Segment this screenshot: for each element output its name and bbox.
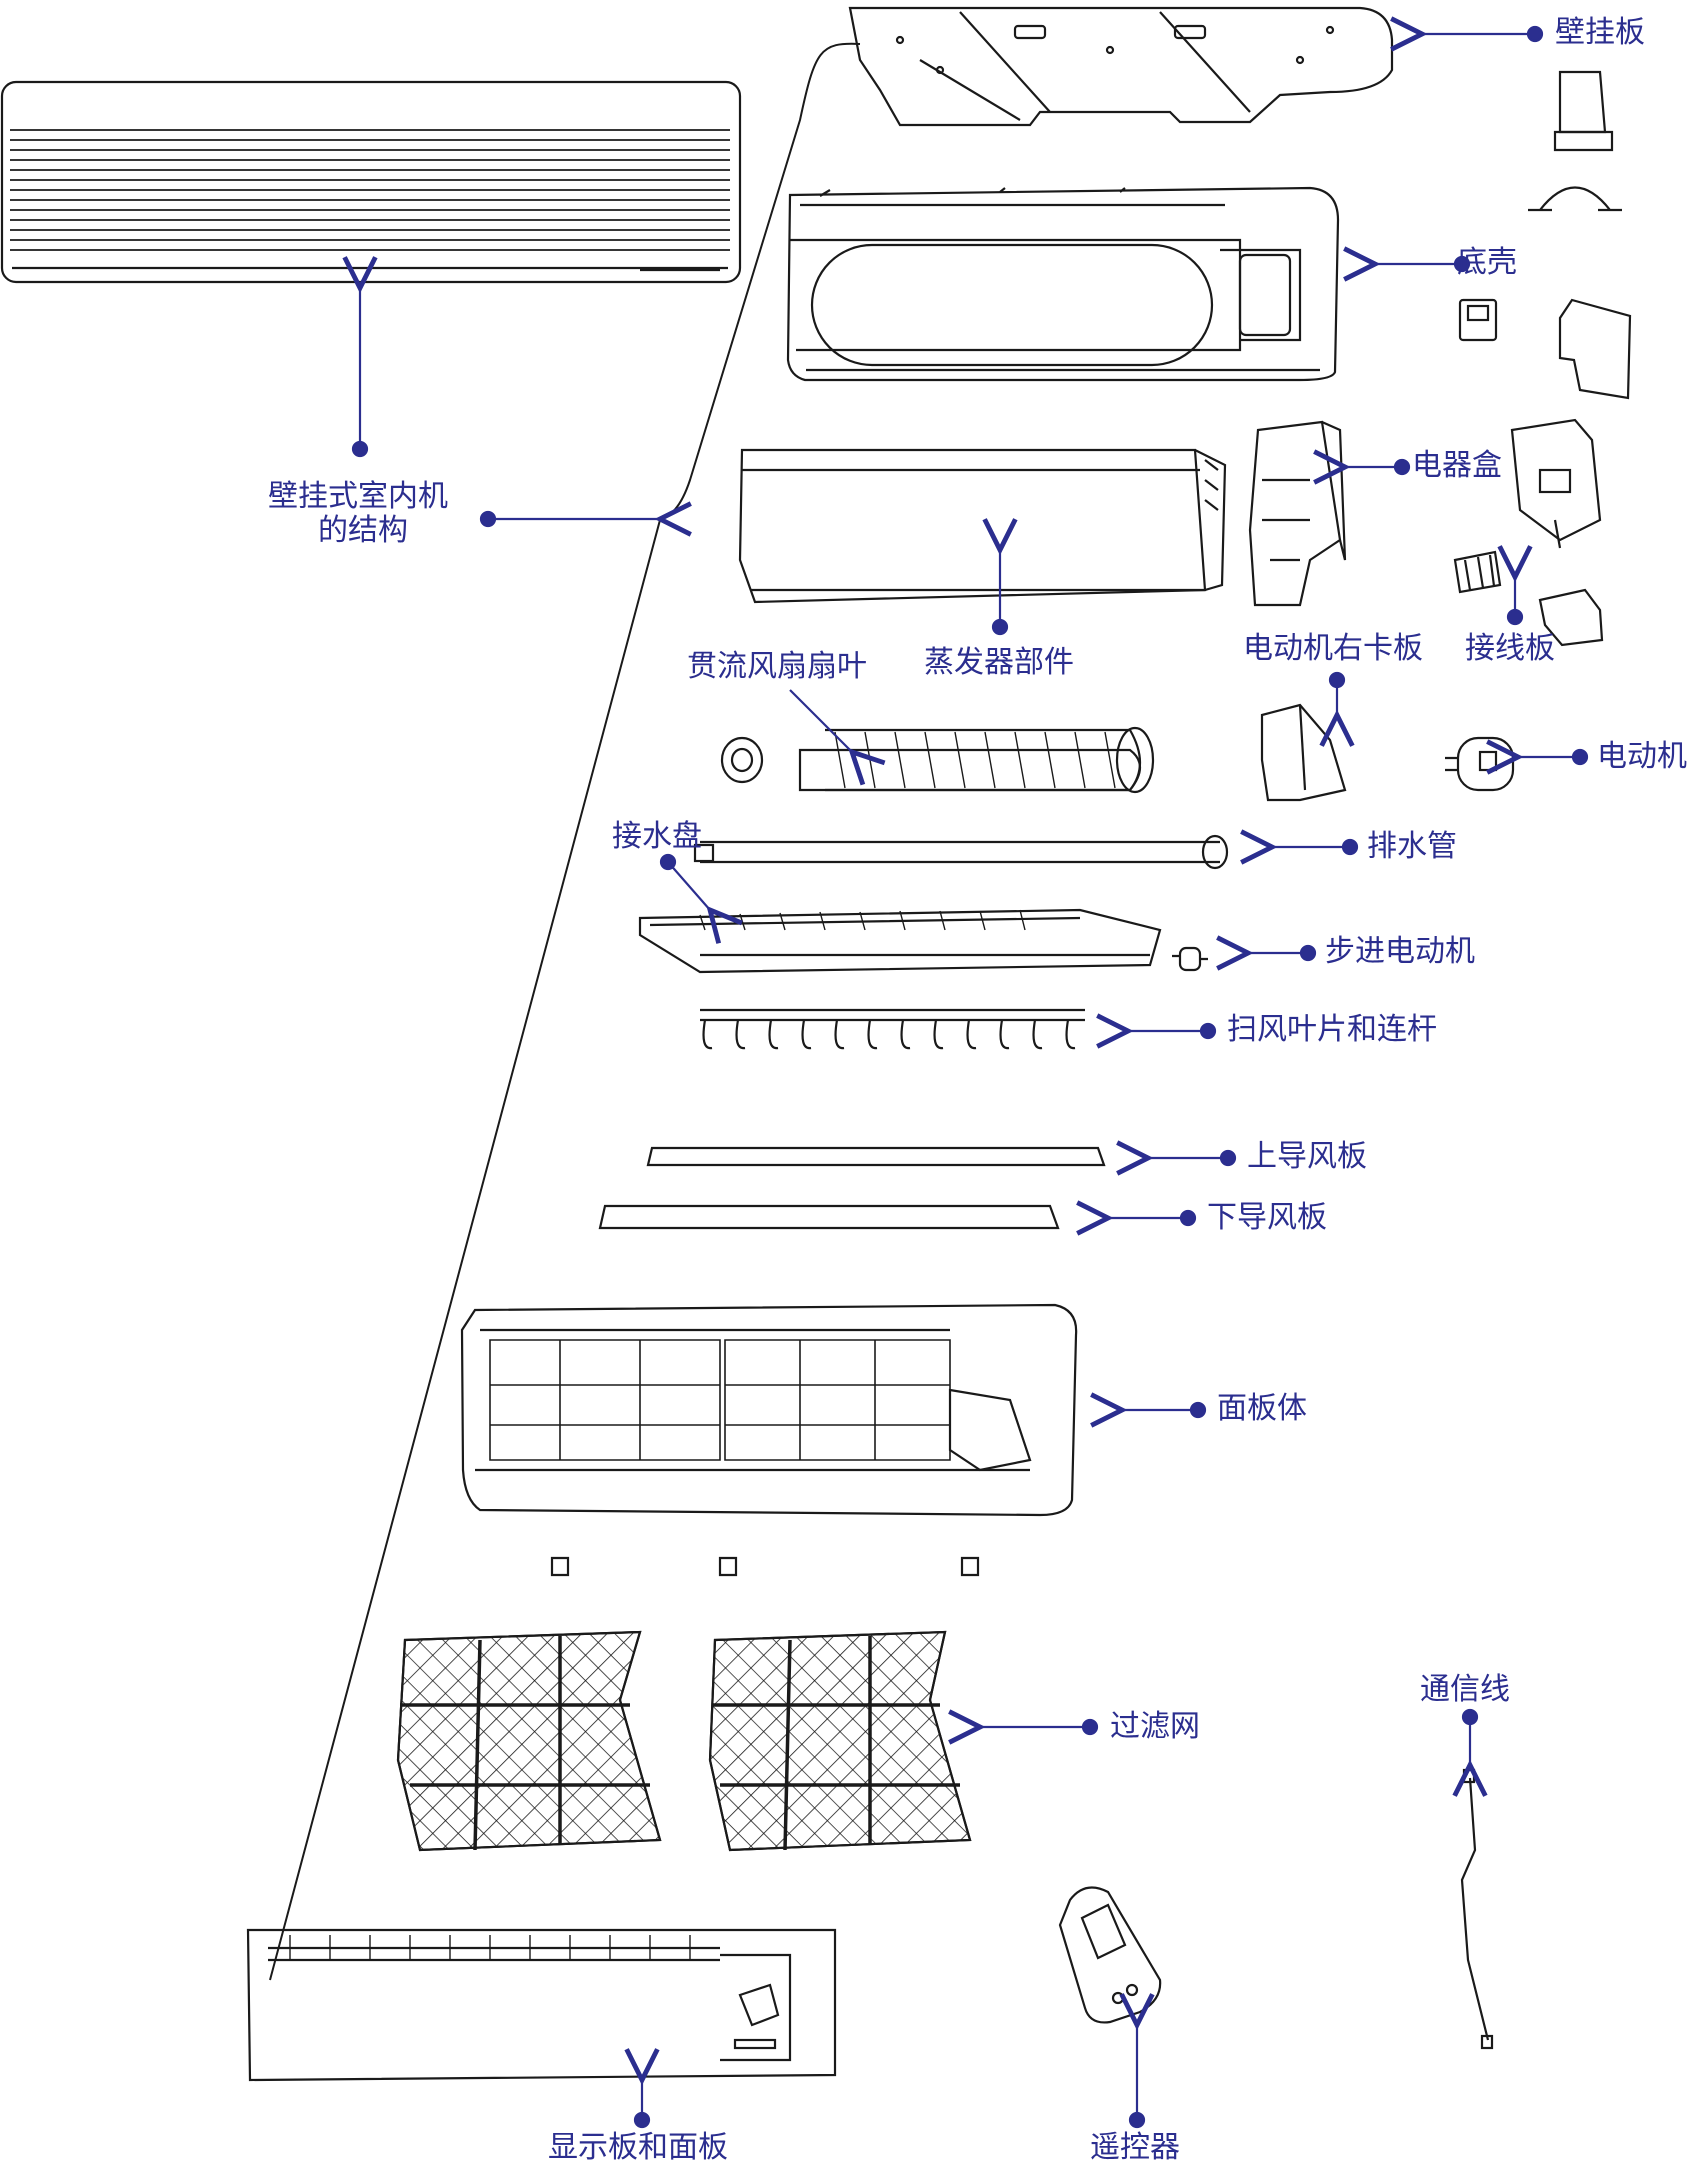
- switch-part: [1458, 298, 1498, 342]
- comm-cable-part: [1460, 1768, 1494, 2050]
- label-panel-body: 面板体: [1217, 1391, 1307, 1426]
- label-drain-tray: 接水盘: [612, 819, 702, 854]
- drain-tray-part: [638, 908, 1162, 974]
- label-remote-control: 遥控器: [1090, 2130, 1180, 2165]
- label-drain-pipe: 排水管: [1367, 829, 1457, 864]
- bracket-part: [1553, 70, 1614, 152]
- label-crossflow-fan: 贯流风扇扇叶: [687, 649, 867, 684]
- crossflow-fan-part: [720, 726, 1155, 794]
- clip-parts: [550, 1556, 980, 1577]
- label-indoor-structure-2: 的结构: [318, 513, 408, 548]
- label-indoor-structure-1: 壁挂式室内机: [268, 479, 448, 514]
- upper-deflector-part: [646, 1146, 1106, 1167]
- label-stepper-motor: 步进电动机: [1325, 934, 1475, 969]
- electric-box-part: [1248, 420, 1347, 607]
- label-terminal-board: 接线板: [1465, 631, 1555, 666]
- terminal-board-part: [1510, 418, 1602, 549]
- label-base-shell: 底壳: [1457, 245, 1517, 280]
- motor-right-clip-part: [1260, 703, 1347, 802]
- remote-control-part: [1058, 1886, 1162, 2024]
- swing-blades-part: [700, 1008, 1085, 1050]
- label-motor: 电动机: [1597, 739, 1687, 774]
- label-comm-cable: 通信线: [1420, 1672, 1510, 1707]
- label-electric-box: 电器盒: [1412, 448, 1502, 483]
- label-motor-right-clip: 电动机右卡板: [1243, 631, 1423, 666]
- panel-body-part: [460, 1303, 1078, 1517]
- filter-right-part: [708, 1630, 972, 1852]
- drain-pipe-part: [693, 834, 1229, 870]
- base-shell-part: [786, 186, 1340, 382]
- stepper-motor-part: [1172, 946, 1208, 972]
- cover-part: [1558, 298, 1632, 400]
- label-evaporator: 蒸发器部件: [924, 645, 1074, 680]
- front-panel-part: [246, 1928, 837, 2082]
- assembled-indoor-unit: [0, 80, 742, 284]
- label-upper-deflector: 上导风板: [1247, 1139, 1367, 1174]
- callout-lines: [353, 27, 1589, 2129]
- label-lower-deflector: 下导风板: [1207, 1200, 1327, 1235]
- evaporator-part: [738, 448, 1227, 604]
- small-box-part: [1538, 588, 1604, 647]
- label-filter: 过滤网: [1110, 1709, 1200, 1744]
- lower-deflector-part: [598, 1204, 1060, 1230]
- motor-part: [1445, 736, 1515, 792]
- filter-left-part: [396, 1630, 662, 1852]
- label-display-panel: 显示板和面板: [548, 2130, 728, 2165]
- wall-plate-part: [848, 6, 1394, 127]
- heat-sink-part: [1453, 550, 1502, 594]
- clamp-part: [1528, 186, 1622, 212]
- label-swing-blades: 扫风叶片和连杆: [1227, 1012, 1437, 1047]
- label-wall-plate: 壁挂板: [1555, 15, 1645, 50]
